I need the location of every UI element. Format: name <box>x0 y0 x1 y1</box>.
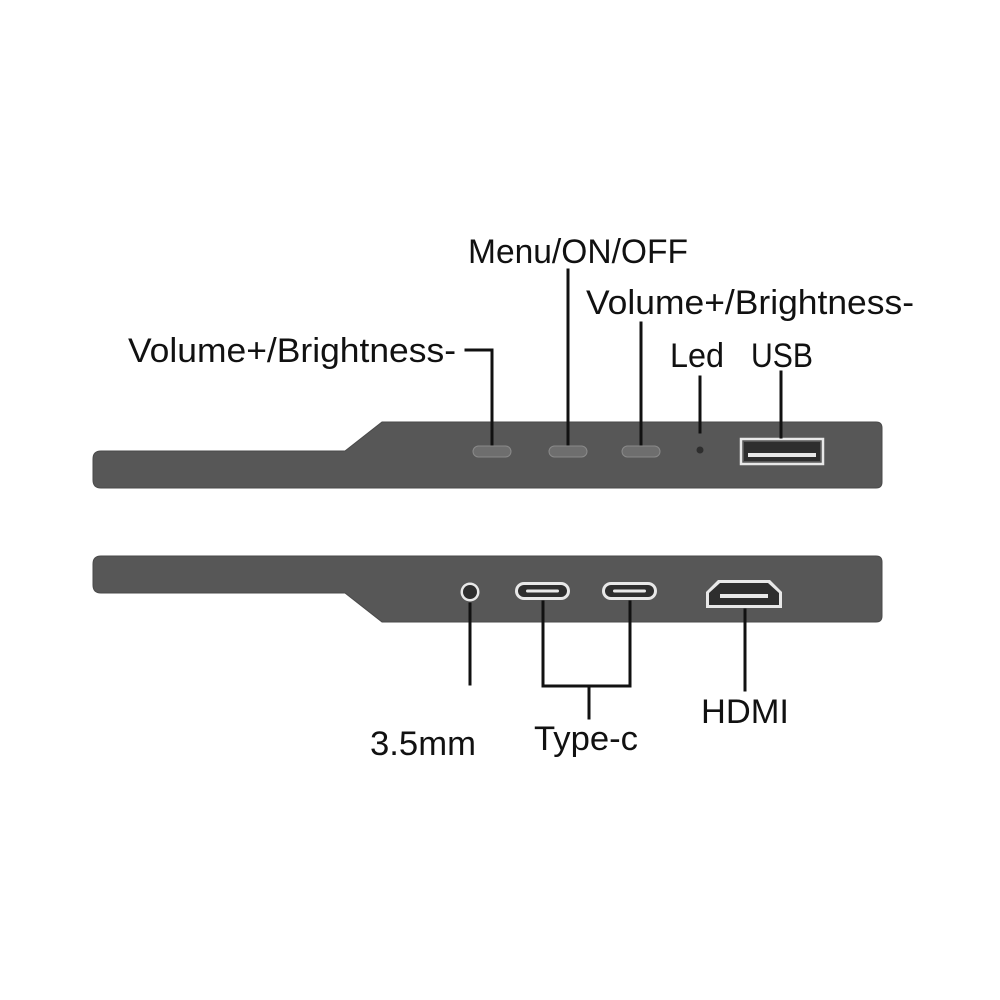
label-hdmi: HDMI <box>701 693 789 731</box>
usb-port <box>739 437 825 466</box>
leader-typec <box>541 600 632 688</box>
label-volume-left: Volume+/Brightness- <box>128 332 456 370</box>
top-edge-view: Volume+/Brightness- Menu/ON/OFF Volume+/… <box>92 233 914 489</box>
monitor-body-bottom <box>92 555 883 623</box>
bottom-edge-view: 3.5mm Type-c HDMI <box>92 555 883 763</box>
volume-right-button <box>621 445 661 458</box>
volume-left-button <box>472 445 512 458</box>
label-volume-right: Volume+/Brightness- <box>586 284 914 322</box>
audio-jack <box>460 582 480 602</box>
menu-power-button <box>548 445 588 458</box>
typec-port-2 <box>602 582 657 600</box>
led-indicator <box>696 446 704 454</box>
label-led: Led <box>670 337 724 375</box>
label-menu: Menu/ON/OFF <box>468 233 688 271</box>
label-typec: Type-c <box>534 720 638 758</box>
label-audio: 3.5mm <box>370 725 476 763</box>
typec-port-1 <box>515 582 570 600</box>
label-usb: USB <box>751 337 813 375</box>
leader-volume-left <box>464 348 494 446</box>
hdmi-port <box>706 580 782 608</box>
